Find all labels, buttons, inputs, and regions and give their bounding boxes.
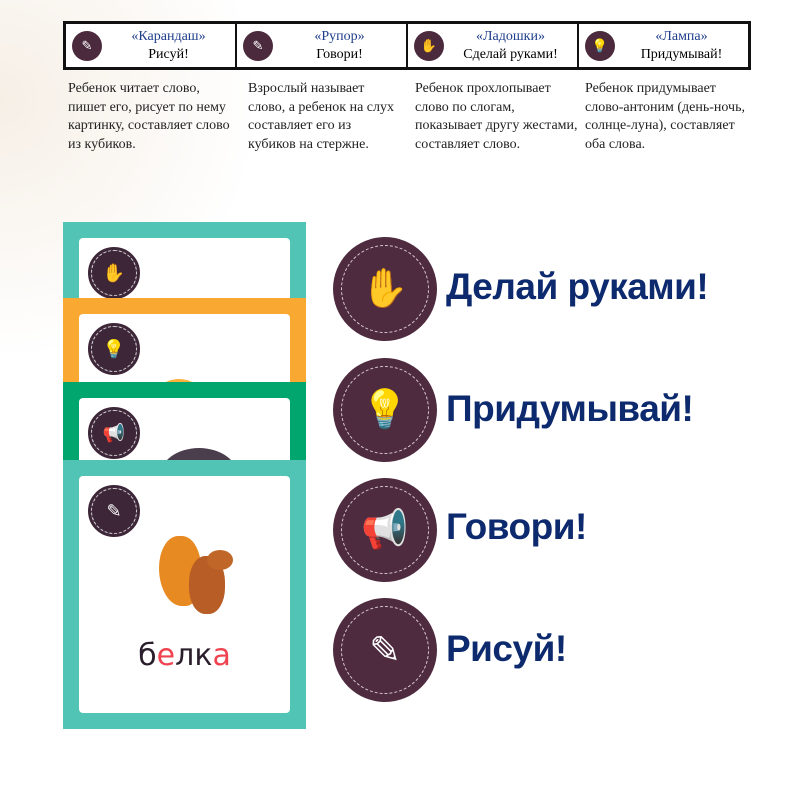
letter: а [212, 638, 231, 673]
lightbulb-icon: 💡 [585, 30, 615, 61]
table-cell-megaphone: ✎«Рупор»Говори! [237, 24, 408, 67]
lightbulb-icon: 💡 [333, 358, 437, 462]
letter: е [156, 638, 176, 673]
letter: л [175, 638, 195, 673]
table-cell-lamp: 💡«Лампа»Придумывай! [579, 24, 748, 67]
description-hands: Ребенок прохлопывает слово по слогам, по… [415, 81, 578, 152]
table-cell-pencil: ✎«Карандаш»Рисуй! [66, 24, 237, 67]
description-pencil: Ребенок читает слово, пишет его, рисует … [68, 81, 230, 152]
pencil-icon: ✎ [72, 30, 102, 61]
letter: к [194, 638, 213, 673]
squirrel-image [159, 536, 239, 616]
mode-label-hands: Делай руками! [446, 266, 709, 307]
hands-icon: ✋ [414, 30, 444, 61]
table-cell-hands: ✋«Ладошки»Сделай руками! [408, 24, 579, 67]
lightbulb-icon: 💡 [88, 323, 140, 375]
modes-table: ✎«Карандаш»Рисуй! ✎«Рупор»Говори! ✋«Ладо… [63, 21, 751, 70]
megaphone-icon: 📢 [88, 407, 140, 459]
card-word: белка [79, 638, 290, 673]
pencil-icon: ✎ [88, 485, 140, 537]
card-pencil: ✎ белка [63, 460, 306, 729]
mode-label-megaphone: Говори! [446, 506, 587, 547]
hands-icon: ✋ [88, 247, 140, 299]
pencil-icon: ✎ [333, 598, 437, 702]
megaphone-icon: 📢 [333, 478, 437, 582]
mode-label-lamp: Придумывай! [446, 388, 694, 429]
description-megaphone: Взрослый называет слово, а ребенок на сл… [248, 81, 394, 152]
description-lamp: Ребенок придумывает слово-антоним (день-… [585, 81, 745, 152]
megaphone-icon: ✎ [243, 30, 273, 61]
letter: б [138, 638, 157, 673]
mode-label-pencil: Рисуй! [446, 628, 567, 669]
hands-icon: ✋ [333, 237, 437, 341]
